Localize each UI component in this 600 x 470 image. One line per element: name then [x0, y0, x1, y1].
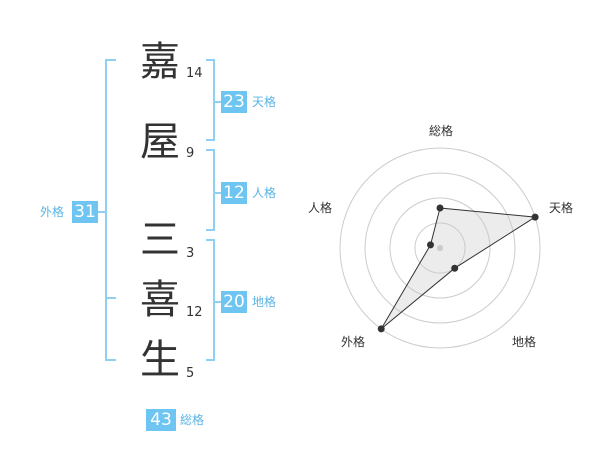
radar-axis-label-jinkaku: 人格: [308, 201, 333, 215]
stroke-count-1: 14: [186, 66, 203, 81]
stroke-count-2: 9: [186, 146, 195, 161]
radar-axis-label-soukaku: 総格: [429, 124, 454, 138]
radar-ring: [339, 147, 541, 349]
soukaku-value: 43: [146, 409, 176, 431]
jinkaku-label: 人格: [252, 186, 277, 200]
jinkaku-value: 12: [221, 182, 247, 204]
stroke-count-5: 5: [186, 366, 195, 381]
radar-ring: [364, 172, 516, 324]
radar-point-2: [531, 213, 539, 221]
radar-point-4: [377, 325, 385, 333]
chikaku-bracket: [206, 239, 215, 361]
stroke-count-3: 3: [186, 246, 195, 261]
name-char-1: 嘉: [140, 39, 180, 85]
name-char-2: 屋: [140, 119, 180, 165]
radar-point-1: [436, 204, 444, 212]
chikaku-value: 20: [221, 291, 247, 313]
gaikaku-value: 31: [72, 201, 98, 223]
radar-point-5: [426, 241, 434, 249]
name-char-5: 生: [140, 337, 180, 383]
name-char-4: 喜: [140, 277, 180, 323]
radar-ring: [414, 222, 466, 274]
radar-series-polygon: [380, 207, 537, 330]
radar-ring: [389, 197, 491, 299]
name-char-3: 三: [140, 217, 180, 263]
radar-axis-label-chikaku: 地格: [512, 335, 537, 349]
jinkaku-bracket: [206, 149, 215, 231]
stroke-count-4: 12: [186, 305, 203, 320]
gaikaku-bracket: [105, 59, 116, 361]
tenkaku-label: 天格: [252, 95, 277, 109]
gaikaku-label: 外格: [40, 205, 65, 219]
soukaku-label: 総格: [180, 413, 205, 427]
tenkaku-value: 23: [221, 91, 247, 113]
radar-axis-label-gaikaku: 外格: [341, 335, 366, 349]
radar-point-3: [451, 264, 459, 272]
tenkaku-bracket: [206, 59, 215, 141]
radar-axis-label-tenkaku: 天格: [549, 201, 574, 215]
chikaku-label: 地格: [252, 295, 277, 309]
radar-center: [437, 245, 443, 251]
